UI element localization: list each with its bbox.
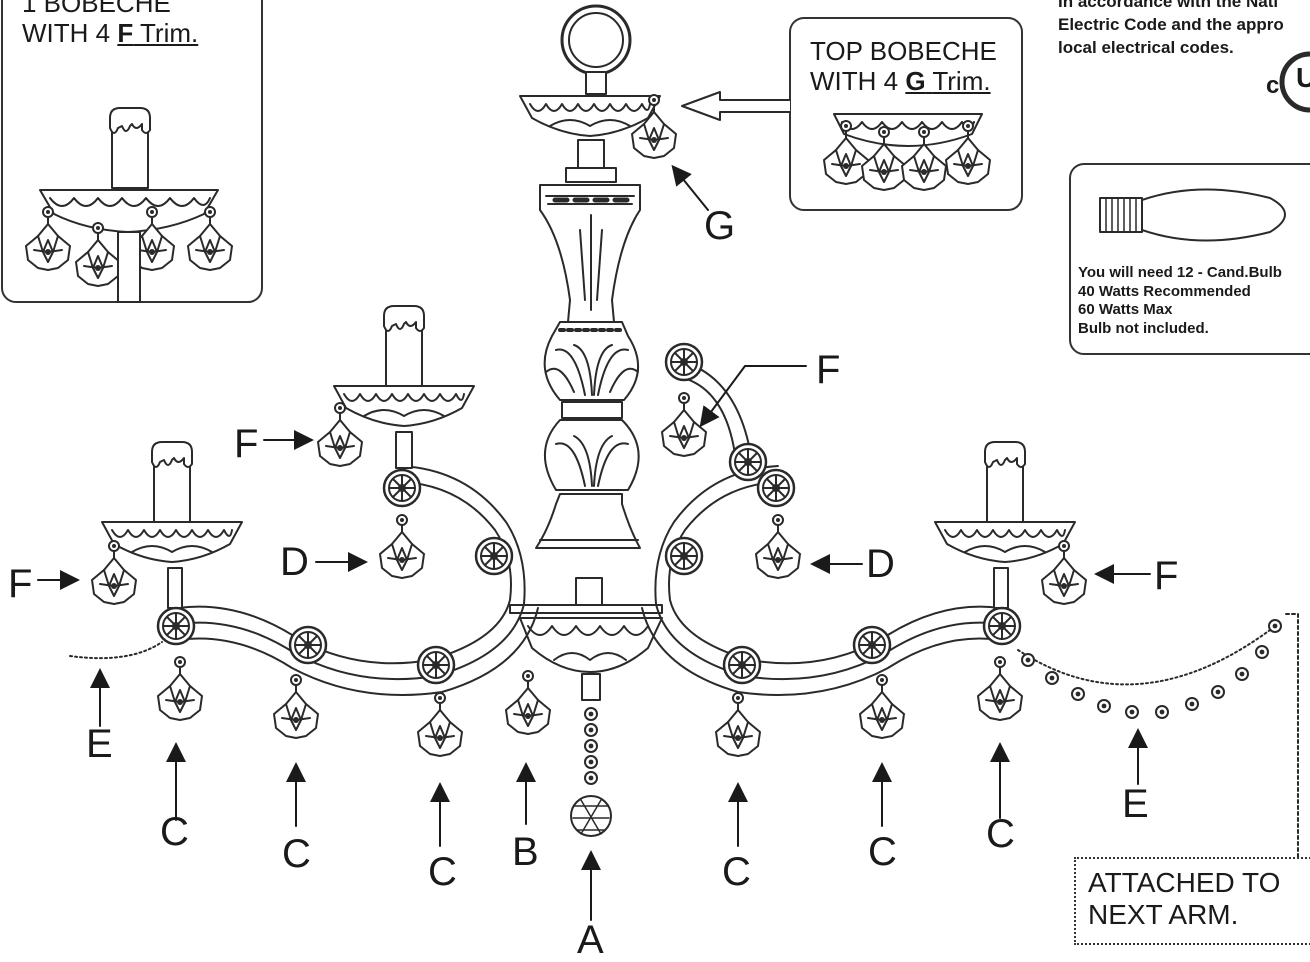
label-b: B: [512, 830, 539, 874]
bulb-note-line1: You will need 12 - Cand.Bulb: [1078, 264, 1282, 281]
code-note-line3: local electrical codes.: [1058, 38, 1234, 57]
cert-c: c: [1266, 72, 1280, 99]
cert-mark: [1279, 51, 1310, 113]
label-f-left-low: F: [8, 562, 33, 606]
label-d-left: D: [280, 540, 309, 584]
label-f-right-low: F: [1154, 554, 1179, 598]
label-e-left: E: [86, 722, 113, 766]
inset-top-caption: TOP BOBECHE WITH 4 G Trim.: [810, 36, 1020, 96]
inset-left-caption: 1 BOBECHE WITH 4 F Trim.: [22, 0, 252, 48]
inset-left-line1: 1 BOBECHE: [22, 0, 171, 18]
inset-top-line1: TOP BOBECHE: [810, 36, 997, 66]
label-g: G: [704, 204, 736, 248]
bulb-note-line3: 60 Watts Max: [1078, 301, 1173, 318]
inset-left-drawing: [1, 0, 263, 303]
label-f-right-up: F: [816, 348, 841, 392]
code-note: In accordance with the Nati Electric Cod…: [1058, 0, 1284, 59]
label-c6: C: [986, 812, 1015, 856]
attached-note: ATTACHED TO NEXT ARM.: [1088, 867, 1280, 931]
label-a: A: [577, 918, 604, 962]
bead-swag-right: [1017, 619, 1282, 719]
bulb-note: You will need 12 - Cand.Bulb 40 Watts Re…: [1078, 264, 1282, 338]
inset-left-letter: F: [117, 18, 134, 48]
bead-swag-left: [69, 641, 163, 660]
bulb-box: [1069, 163, 1310, 355]
bulb-note-line2: 40 Watts Recommended: [1078, 282, 1251, 300]
cert-u: U: [1296, 62, 1310, 93]
attached-note-line2: NEXT ARM.: [1088, 899, 1239, 930]
label-c4: C: [722, 850, 751, 894]
inset-left-suffix: Trim.: [140, 18, 199, 48]
attached-note-box: ATTACHED TO NEXT ARM.: [1074, 857, 1310, 945]
inset-top-suffix: Trim.: [932, 66, 991, 96]
inset-top-line2: WITH 4 G Trim.: [810, 66, 1020, 96]
leader-arrows: [37, 164, 1151, 921]
label-e-right: E: [1122, 782, 1149, 826]
label-c3: C: [428, 850, 457, 894]
label-c5: C: [868, 830, 897, 874]
centre-bowl: [509, 577, 663, 837]
inset-top-letter: G: [905, 66, 926, 96]
label-d-right: D: [866, 542, 895, 586]
inset-top-prefix: WITH 4: [810, 66, 906, 96]
bulb-note-line4: Bulb not included.: [1078, 319, 1209, 337]
code-note-line1: In accordance with the Nati: [1058, 0, 1279, 11]
inset-left-prefix: WITH 4: [22, 18, 118, 48]
inset-left-line2: WITH 4 F Trim.: [22, 18, 252, 48]
attached-note-line1: ATTACHED TO: [1088, 867, 1281, 898]
inset-pointer-arrow: [681, 91, 791, 121]
label-f-left-up: F: [234, 422, 259, 466]
code-note-line2: Electric Code and the appro: [1058, 15, 1284, 34]
attached-leader: [1285, 613, 1299, 859]
inset-top-drawing: [789, 17, 1023, 211]
inset-left-suffix-space: [133, 18, 140, 48]
central-column: [519, 4, 661, 549]
label-c1: C: [160, 810, 189, 854]
label-c2: C: [282, 832, 311, 876]
